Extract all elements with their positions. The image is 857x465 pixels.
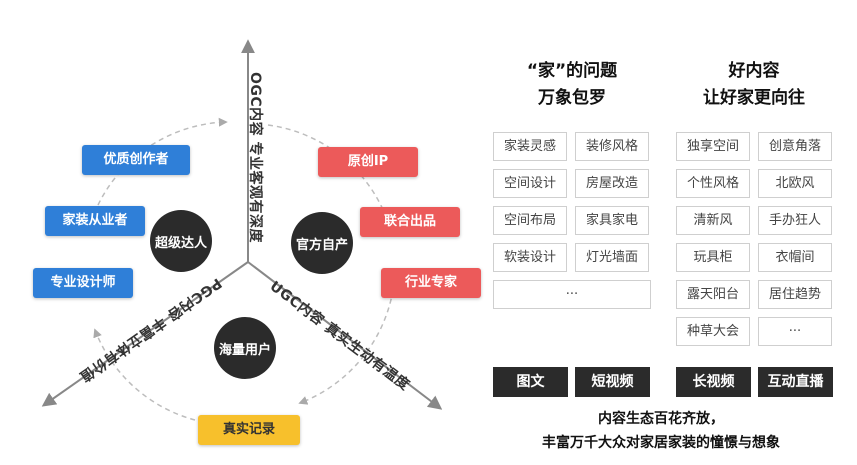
grid-right-cell: 个性风格 [676,169,750,198]
tag-original-ip: 原创IP [318,147,418,177]
tag-quality-creator: 优质创作者 [82,145,190,175]
heading-good-content-line2: 让好家更向往 [703,88,805,108]
grid-right-cell: 清新风 [676,206,750,235]
heading-good-content: 好内容 让好家更向往 [674,58,834,112]
format-long-video: 长视频 [676,367,751,397]
grid-right-cell: 居住趋势 [758,280,832,309]
grid-right-cell: 创意角落 [758,132,832,161]
grid-left-cell: 空间布局 [493,206,567,235]
grid-left-cell: 家具家电 [575,206,649,235]
axes [41,39,443,410]
grid-left-cell: 灯光墙面 [575,243,649,272]
caption-line2: 丰富万千大众对家居家装的憧憬与想象 [542,435,780,451]
grid-right-cell: 衣帽间 [758,243,832,272]
grid-left-cell: 家装灵感 [493,132,567,161]
tag-joint-production: 联合出品 [360,207,460,237]
heading-home-questions: “家”的问题 万象包罗 [492,58,652,112]
circle-official: 官方自产 [291,212,353,274]
tag-industry-expert: 行业专家 [381,268,481,298]
ogc-axis-label: OGC内容 专业客观有深度 [247,72,263,244]
grid-right-cell-more: ··· [758,317,832,346]
heading-good-content-line1: 好内容 [728,61,780,81]
grid-right-cell: 种草大会 [676,317,750,346]
grid-right-cell: 手办狂人 [758,206,832,235]
grid-left-cell: 空间设计 [493,169,567,198]
circle-mass-users: 海量用户 [214,317,276,379]
caption-line1: 内容生态百花齐放， [598,411,724,427]
circle-super-talent: 超级达人 [150,210,212,272]
circle-super-talent-label: 超级达人 [154,235,207,251]
grid-right-cell: 玩具柜 [676,243,750,272]
grid-right-cell: 北欧风 [758,169,832,198]
format-live-stream: 互动直播 [758,367,833,397]
content-ecosystem-diagram [41,39,443,421]
circle-mass-users-label: 海量用户 [218,342,271,358]
grid-right-cell: 独享空间 [676,132,750,161]
format-short-video: 短视频 [575,367,650,397]
circle-official-label: 官方自产 [295,237,348,253]
format-image-text: 图文 [493,367,568,397]
cycle-ring [93,117,395,421]
grid-left-cell: 软装设计 [493,243,567,272]
tag-pro-designer: 专业设计师 [33,268,133,298]
heading-home-questions-line1: “家”的问题 [526,61,618,81]
grid-right-cell: 露天阳台 [676,280,750,309]
tag-real-record: 真实记录 [198,415,300,445]
tag-home-practitioner: 家装从业者 [45,206,145,236]
grid-left-cell: 房屋改造 [575,169,649,198]
heading-home-questions-line2: 万象包罗 [538,88,606,108]
grid-left-cell: 装修风格 [575,132,649,161]
grid-left-cell-more: ··· [493,280,651,309]
